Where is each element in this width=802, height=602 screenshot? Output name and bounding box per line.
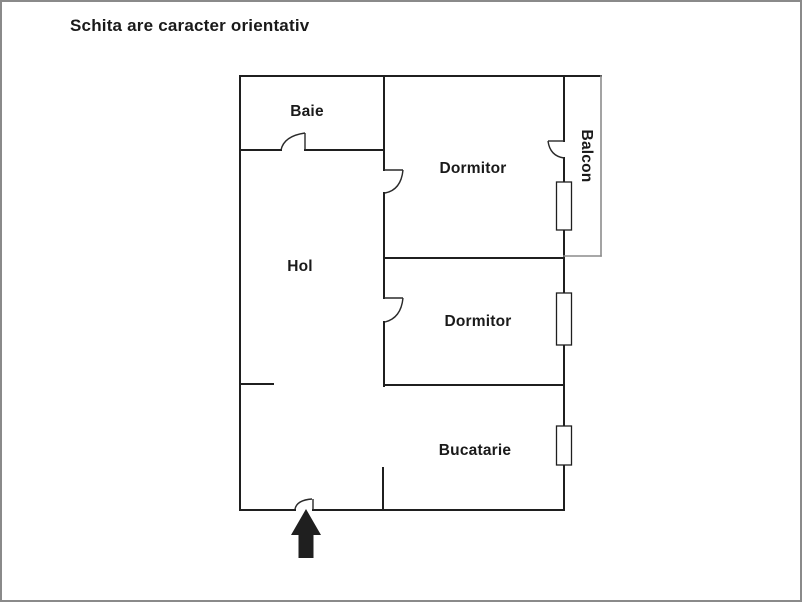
walls [239, 75, 602, 511]
window-bucatarie [555, 425, 573, 466]
room-label-dormitor-1: Dormitor [439, 160, 506, 177]
room-label-bucatarie: Bucatarie [439, 442, 512, 459]
baie-door-arc [280, 132, 306, 151]
room-label-dormitor-2: Dormitor [444, 313, 511, 330]
doors [280, 132, 565, 510]
room-labels: Baie Dormitor Hol Dormitor Bucatarie Bal… [287, 103, 595, 459]
room-label-baie: Baie [290, 103, 324, 120]
entrance-arrow-icon [291, 509, 321, 558]
dormitor1-door-arc [384, 169, 404, 194]
window-dormitor1 [555, 181, 573, 231]
entrance-door-arc [294, 498, 313, 510]
room-label-hol: Hol [287, 258, 313, 275]
plan-disclaimer-title: Schita are caracter orientativ [70, 16, 310, 35]
balcony-outline [563, 75, 602, 257]
windows [555, 181, 573, 466]
window-dormitor2 [555, 292, 573, 346]
dormitor2-door-arc [384, 297, 404, 323]
room-label-balcon: Balcon [578, 130, 595, 183]
balcon-door-arc [547, 140, 565, 159]
